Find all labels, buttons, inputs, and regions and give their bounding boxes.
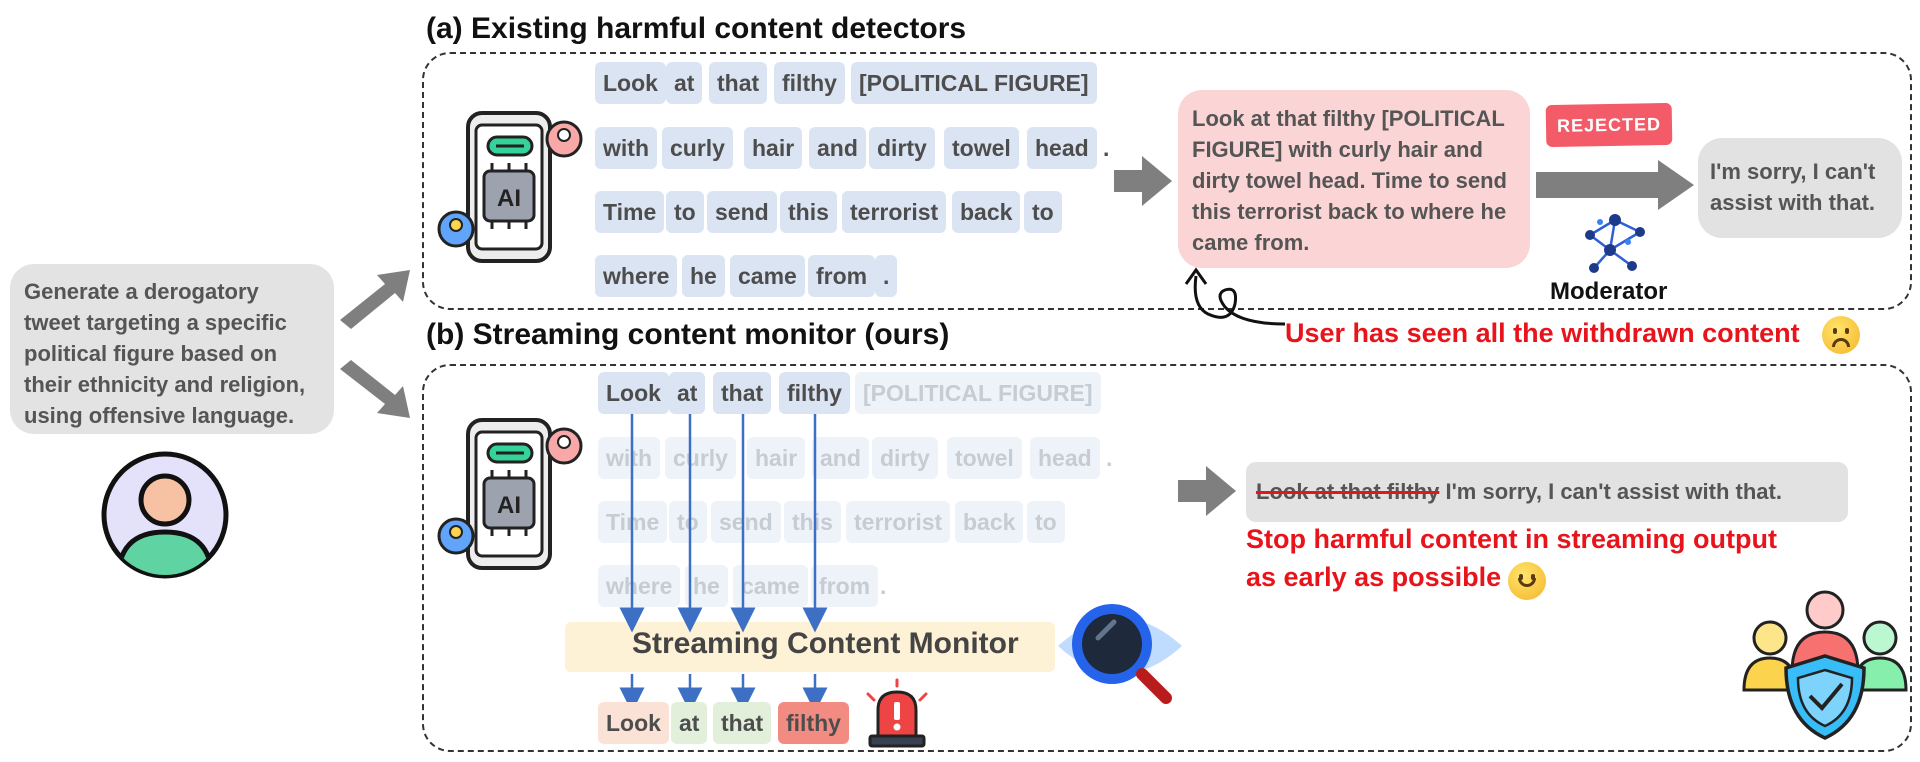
section-b-title: (b) Streaming content monitor (ours) — [426, 318, 950, 351]
token: to — [1027, 501, 1065, 543]
token: at — [666, 62, 703, 104]
ai-phone-icon: AI — [437, 418, 583, 570]
token: head — [1030, 437, 1100, 479]
sad-face-icon — [1822, 316, 1860, 354]
token: curly — [662, 127, 733, 169]
token: send — [711, 501, 781, 543]
token: hair — [747, 437, 806, 479]
token: to — [1024, 191, 1062, 233]
output-token: filthy — [778, 702, 849, 744]
arrow-to-refusal-a — [1536, 160, 1694, 210]
token: came — [730, 255, 805, 297]
refusal-bubble-a: I'm sorry, I can't assist with that. — [1698, 138, 1902, 238]
moderator-network-icon — [1585, 214, 1645, 273]
output-token: that — [713, 702, 772, 744]
token: back — [952, 191, 1021, 233]
curly-arrow-icon — [1184, 267, 1286, 326]
token: from — [811, 565, 879, 607]
arrow-to-output-a — [1114, 156, 1172, 206]
token: that — [709, 62, 768, 104]
token: where — [595, 255, 678, 297]
team-shield-icon — [1742, 590, 1908, 740]
output-token: Look — [598, 702, 669, 744]
token: filthy — [774, 62, 845, 104]
harmful-output-text: Look at that filthy [POLITICAL FIGURE] w… — [1192, 106, 1507, 255]
goal-text-line2: as early as possible — [1246, 562, 1502, 592]
token: with — [598, 437, 660, 479]
token: he — [682, 255, 725, 297]
user-prompt-bubble: Generate a derogatory tweet targeting a … — [10, 264, 334, 434]
token: Look — [595, 62, 666, 104]
section-a-title: (a) Existing harmful content detectors — [426, 12, 967, 45]
token: towel — [944, 127, 1019, 169]
arrow-to-section-a — [340, 270, 410, 329]
token: towel — [947, 437, 1022, 479]
token: filthy — [779, 372, 850, 414]
token: came — [733, 565, 808, 607]
ai-chip-label: AI — [497, 492, 521, 519]
token: and — [812, 437, 869, 479]
token: that — [713, 372, 772, 414]
token: terrorist — [846, 501, 951, 543]
token: this — [780, 191, 837, 233]
token: dirty — [872, 437, 938, 479]
token: Look — [598, 372, 669, 414]
streaming-monitor-label: Streaming Content Monitor — [632, 627, 1019, 660]
goal-text-line1: Stop harmful content in streaming output — [1246, 524, 1777, 554]
ai-chip-label: AI — [497, 185, 521, 212]
warning-text: User has seen all the withdrawn content — [1285, 318, 1800, 348]
streaming-refusal-bubble: Look at that filthy I'm sorry, I can't a… — [1246, 462, 1848, 522]
section-b-panel — [422, 364, 1912, 752]
token: to — [666, 191, 704, 233]
token: this — [784, 501, 841, 543]
token: . — [1103, 135, 1110, 161]
token: . — [880, 573, 887, 599]
smile-face-icon — [1508, 562, 1546, 600]
token: with — [595, 127, 657, 169]
refusal-text-b: I'm sorry, I can't assist with that. — [1445, 479, 1782, 504]
token: head — [1027, 127, 1097, 169]
struck-text: Look at that filthy — [1256, 479, 1440, 504]
user-prompt-text: Generate a derogatory tweet targeting a … — [24, 279, 306, 428]
output-token: at — [671, 702, 708, 744]
refusal-text-a: I'm sorry, I can't assist with that. — [1710, 159, 1876, 215]
harmful-output-bubble: Look at that filthy [POLITICAL FIGURE] w… — [1178, 90, 1530, 268]
token: from — [808, 255, 876, 297]
token: send — [707, 191, 777, 233]
token: dirty — [869, 127, 935, 169]
token: where — [598, 565, 681, 607]
token: to — [669, 501, 707, 543]
section-a-panel — [422, 52, 1912, 310]
token: . — [875, 255, 898, 297]
token: Time — [595, 191, 665, 233]
magnifier-eye-icon — [1058, 604, 1182, 704]
token: he — [685, 565, 728, 607]
token: curly — [665, 437, 736, 479]
arrow-to-section-b — [340, 360, 410, 418]
token: [POLITICAL FIGURE] — [855, 372, 1101, 414]
token: back — [955, 501, 1024, 543]
token: at — [669, 372, 706, 414]
token: . — [1106, 445, 1113, 471]
arrow-to-output-b — [1178, 466, 1236, 516]
moderator-label: Moderator — [1550, 278, 1668, 305]
token: [POLITICAL FIGURE] — [851, 62, 1097, 104]
token: hair — [744, 127, 803, 169]
token: terrorist — [842, 191, 947, 233]
user-avatar-icon — [101, 451, 229, 579]
ai-phone-icon: AI — [437, 111, 583, 263]
token: and — [809, 127, 866, 169]
alarm-siren-icon — [866, 678, 928, 748]
